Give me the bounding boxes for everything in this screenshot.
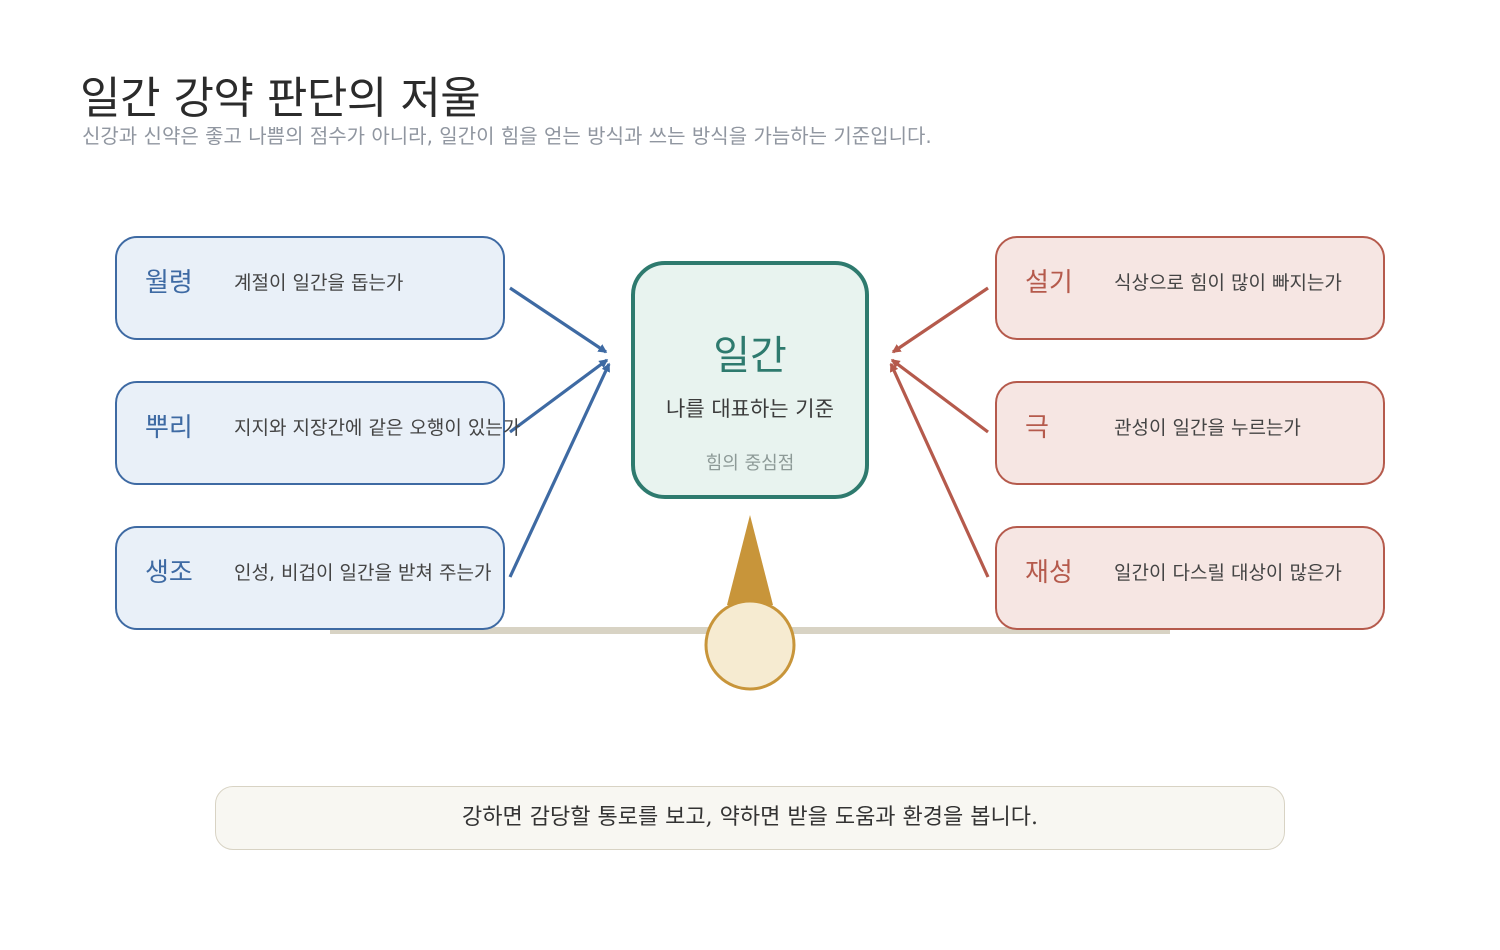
fulcrum-pointer — [727, 515, 773, 605]
center-subtitle: 나를 대표하는 기준 — [666, 397, 834, 421]
factor-name: 재성 — [1025, 558, 1073, 588]
arrow-seolgi — [891, 286, 989, 354]
factor-desc: 관성이 일간을 누르는가 — [1114, 417, 1301, 439]
support-arrows — [508, 286, 611, 578]
factor-name: 설기 — [1025, 268, 1073, 298]
drain-arrows — [889, 286, 990, 578]
factor-name: 생조 — [145, 558, 193, 588]
factor-desc: 일간이 다스릴 대상이 많은가 — [1114, 562, 1342, 584]
factor-desc: 지지와 지장간에 같은 오행이 있는가 — [234, 417, 521, 439]
factor-desc: 인성, 비겁이 일간을 받쳐 주는가 — [234, 562, 492, 584]
fulcrum-pivot — [704, 599, 796, 691]
factor-card-jaeseong: 재성 일간이 다스릴 대상이 많은가 — [995, 526, 1385, 630]
factor-card-geuk: 극 관성이 일간을 누르는가 — [995, 381, 1385, 485]
center-node-ilgan: 일간 나를 대표하는 기준 힘의 중심점 — [631, 261, 869, 499]
factor-name: 극 — [1025, 413, 1049, 443]
factor-card-seolgi: 설기 식상으로 힘이 많이 빠지는가 — [995, 236, 1385, 340]
page-title: 일간 강약 판단의 저울 — [80, 73, 481, 124]
factor-desc: 식상으로 힘이 많이 빠지는가 — [1114, 272, 1342, 294]
factor-card-saengjo: 생조 인성, 비겁이 일간을 받쳐 주는가 — [115, 526, 505, 630]
center-note: 힘의 중심점 — [705, 453, 795, 474]
factor-card-ppuri: 뿌리 지지와 지장간에 같은 오행이 있는가 — [115, 381, 520, 485]
arrow-geuk — [890, 358, 989, 434]
center-title: 일간 — [713, 333, 787, 379]
arrow-wollyeong — [509, 286, 608, 354]
factor-name: 뿌리 — [145, 413, 193, 443]
page-subtitle: 신강과 신약은 좋고 나쁨의 점수가 아니라, 일간이 힘을 얻는 방식과 쓰는… — [82, 124, 932, 148]
factor-desc: 계절이 일간을 돕는가 — [234, 272, 404, 294]
arrow-ppuri — [509, 358, 609, 434]
factor-name: 월령 — [145, 268, 193, 298]
factor-card-wollyeong: 월령 계절이 일간을 돕는가 — [115, 236, 505, 340]
arrow-jaeseong — [889, 362, 990, 578]
arrow-saengjo — [508, 362, 611, 578]
footer-note: 강하면 감당할 통로를 보고, 약하면 받을 도움과 환경을 봅니다. — [215, 786, 1285, 850]
